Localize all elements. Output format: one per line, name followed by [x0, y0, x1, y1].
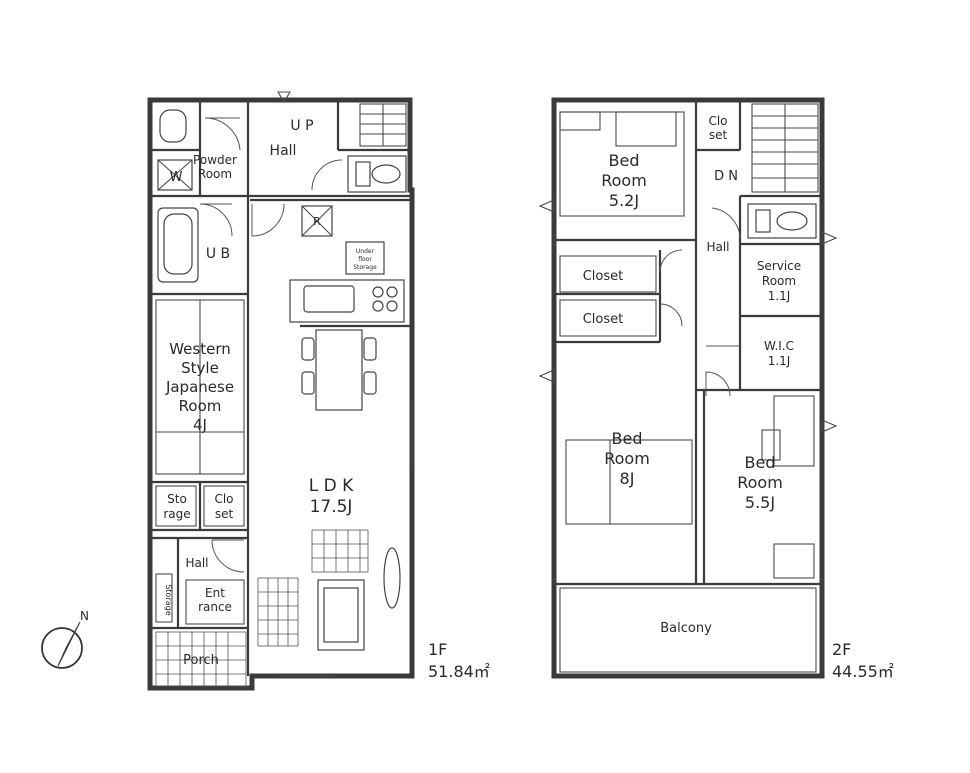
closet-top-label-2: set: [709, 128, 728, 142]
service-room-label-1: Service: [757, 259, 801, 273]
balcony-label: Balcony: [660, 621, 712, 636]
underfloor-storage-label-3: Storage: [353, 264, 377, 271]
service-room-label-2: Room: [762, 274, 796, 288]
stairs-1f: [359, 103, 407, 147]
storage-label-2: rage: [163, 507, 190, 521]
stairs-down-label: D N: [714, 169, 738, 184]
floor-1-outer-wall: [147, 97, 415, 691]
bedroom-right-label-2: Room: [737, 473, 783, 492]
powder-room-label-1: Powder: [193, 153, 237, 167]
wic-label: W.I.C: [764, 339, 794, 353]
stairs-up-label: U P: [290, 118, 313, 134]
bedroom-right-size: 5.5J: [745, 493, 775, 512]
western-room-label-4: Room: [179, 397, 222, 415]
underfloor-storage-label-1: Under: [356, 248, 375, 255]
service-room-size: 1.1J: [768, 289, 791, 303]
closet-label-1: Clo: [214, 492, 233, 506]
entrance-label-2: rance: [198, 600, 232, 614]
bedroom-top-label-1: Bed: [609, 151, 640, 170]
underfloor-storage-label-2: floor: [358, 256, 372, 263]
bedroom-main-label-2: Room: [604, 449, 650, 468]
ldk-tile-mat: [257, 529, 369, 647]
bedroom-top-label-2: Room: [601, 171, 647, 190]
western-room-size: 4J: [193, 416, 207, 434]
hall-top-label: Hall: [270, 143, 297, 159]
washer-label: W: [170, 170, 183, 185]
porch-tiles: [155, 631, 247, 687]
compass-icon: N: [41, 609, 89, 669]
refrigerator-label: R: [313, 215, 321, 228]
floor-2-level-label: 2F: [832, 640, 851, 659]
floor-2-area: 44.55㎡: [832, 662, 894, 681]
closet-1-label: Closet: [583, 269, 624, 284]
compass-north-label: N: [80, 609, 89, 623]
unit-bath-label: U B: [206, 246, 230, 262]
stairs-2f: [751, 103, 819, 193]
floor-1-plan: Powder Room W Hall U P U B R Under floor…: [147, 91, 490, 691]
western-room-label-1: Western: [169, 340, 231, 358]
western-room-label-2: Style: [181, 359, 219, 377]
bedroom-main-size: 8J: [620, 469, 635, 488]
wic-size: 1.1J: [768, 354, 791, 368]
floor-2-outer-wall: [551, 97, 825, 679]
bedroom-main-label-1: Bed: [612, 429, 643, 448]
hall-entrance-label: Hall: [185, 556, 208, 570]
ldk-size: 17.5J: [310, 497, 353, 517]
hall-2f-label: Hall: [706, 240, 729, 254]
floor-1-level-label: 1F: [428, 640, 447, 659]
porch-label: Porch: [183, 653, 219, 668]
floor-1-area: 51.84㎡: [428, 662, 490, 681]
entrance-label-1: Ent: [205, 586, 225, 600]
ldk-label: L D K: [309, 476, 354, 496]
closet-2-label: Closet: [583, 312, 624, 327]
closet-top-label-1: Clo: [708, 114, 727, 128]
bedroom-top-size: 5.2J: [609, 191, 639, 210]
side-storage-label: Storage: [164, 584, 173, 615]
storage-label-1: Sto: [167, 492, 187, 506]
powder-room-label-2: Room: [198, 167, 232, 181]
closet-label-2: set: [215, 507, 234, 521]
floor-2-plan: Bed Room 5.2J Clo set D N Hall Closet Cl…: [538, 97, 894, 681]
bedroom-right-label-1: Bed: [745, 453, 776, 472]
western-room-label-3: Japanese: [165, 378, 234, 396]
